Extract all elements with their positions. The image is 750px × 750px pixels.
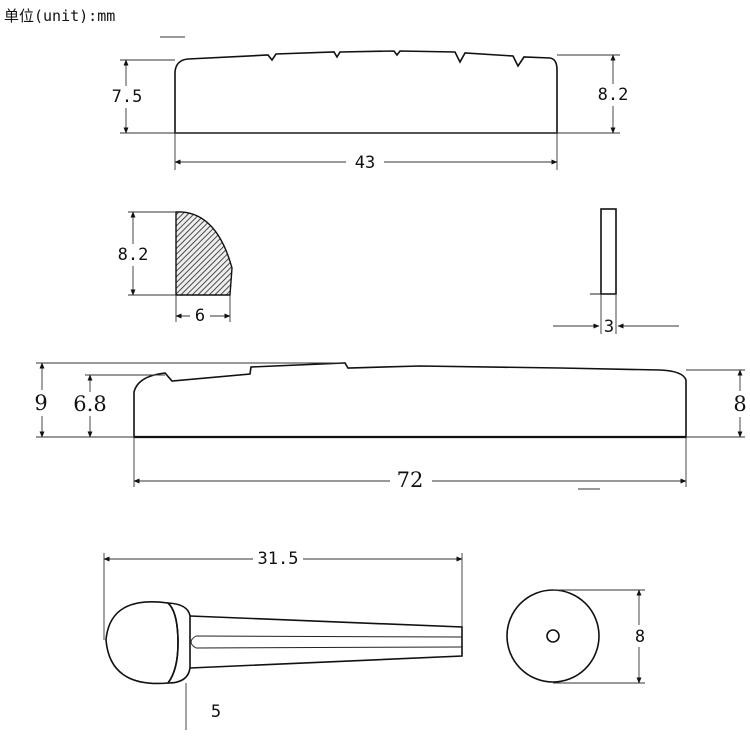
- pin-groove-line: [195, 635, 463, 638]
- pin-head-length-label: 5: [211, 702, 221, 722]
- unit-label: 单位(unit):mm: [4, 7, 116, 25]
- nut-length-label: 43: [355, 153, 375, 173]
- pin-head-circle: [506, 589, 600, 683]
- nut-profile-height-label: 8.2: [118, 245, 149, 265]
- saddle-height-outer-label: 9: [34, 391, 47, 415]
- saddle-height-inner-label: 6.8: [73, 392, 106, 416]
- nut-profile-view: 8.2 6: [114, 211, 233, 326]
- nut-height-right-label: 8.2: [598, 85, 629, 105]
- saddle-height-right-label: 8: [733, 392, 746, 416]
- saddle-outline: [133, 362, 687, 438]
- saddle-length-label: 72: [397, 468, 424, 492]
- pin-groove-end: [190, 635, 197, 649]
- pin-length-label: 31.5: [258, 549, 299, 569]
- nut-height-left-label: 7.5: [112, 87, 143, 107]
- bridge-pin-top-view: 8: [506, 589, 650, 684]
- nut-front-view: 7.5 8.2 43: [108, 36, 631, 173]
- nut-section-hatched: [175, 211, 233, 296]
- pin-diameter-label: 8: [635, 627, 645, 647]
- pin-head: [105, 601, 179, 685]
- bridge-pin-side-view: 31.5 5: [103, 547, 463, 730]
- nut-end-view: 3: [553, 208, 679, 337]
- nut-profile-depth-label: 6: [195, 306, 205, 326]
- pin-shaft: [189, 615, 463, 669]
- pin-groove-line: [195, 646, 463, 649]
- nut-end-outline: [600, 208, 617, 295]
- nut-outline: [174, 50, 558, 134]
- pin-center-hole: [546, 629, 560, 643]
- nut-end-width-label: 3: [604, 317, 614, 337]
- pin-collar: [165, 602, 191, 684]
- saddle-view: 9 6.8 8 72: [30, 362, 750, 494]
